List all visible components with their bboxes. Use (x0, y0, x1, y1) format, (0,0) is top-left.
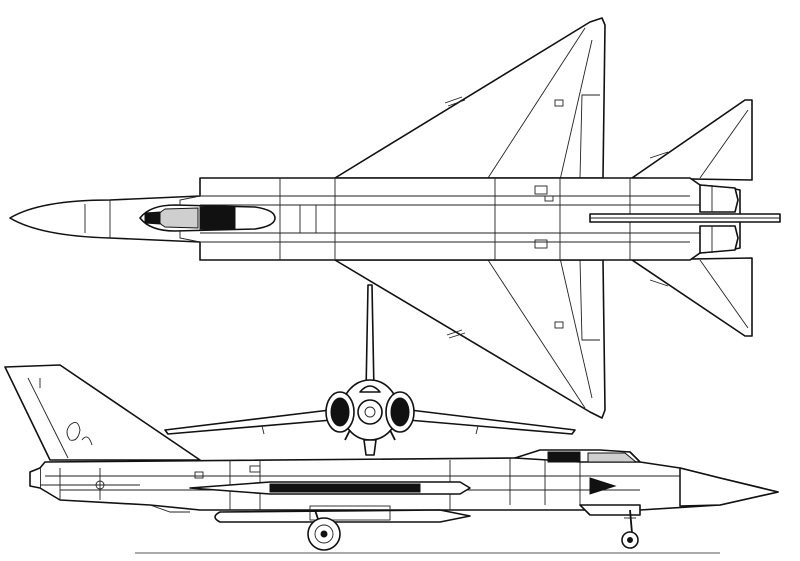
side-view-vertical-tail (4, 364, 201, 461)
top-view-lower-stabilizer (631, 257, 753, 337)
front-view-fin (365, 284, 375, 393)
side-view-ventral-tank (214, 509, 471, 523)
side-view-fuselage (39, 451, 779, 511)
front-view-left-wing (164, 409, 333, 435)
top-view-upper-stabilizer (631, 99, 753, 181)
side-view (4, 364, 779, 551)
front-view-radome (357, 399, 383, 425)
top-view (9, 17, 781, 419)
top-view-upper-wing (334, 17, 606, 179)
front-view-right-wing (407, 409, 576, 435)
side-view-cockpit-frame (547, 451, 581, 463)
side-view-radome (679, 467, 779, 507)
top-view-nozzles (699, 184, 739, 213)
front-view (164, 284, 576, 456)
top-view-cockpit-frame (199, 206, 236, 230)
